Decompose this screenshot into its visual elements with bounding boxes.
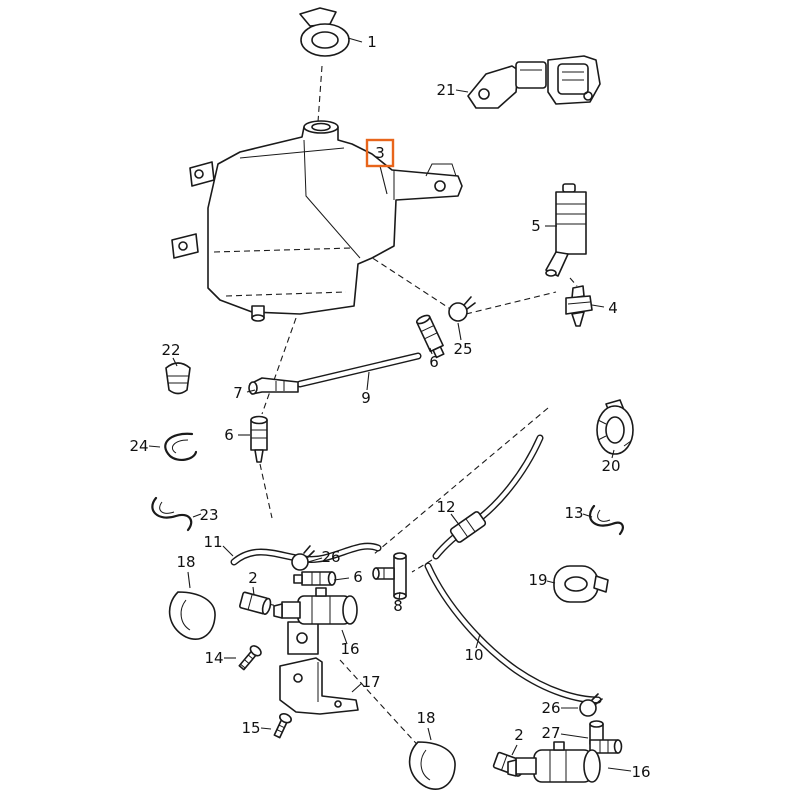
callout-2-31[interactable]: 2 bbox=[514, 726, 524, 744]
part-clamp-25 bbox=[448, 296, 476, 322]
leader-line-2 bbox=[511, 744, 518, 756]
part-elbow-7 bbox=[248, 377, 299, 395]
leader-line-18 bbox=[187, 571, 191, 589]
part-clamp-26-lower bbox=[579, 693, 603, 717]
leader-line-17 bbox=[351, 682, 363, 693]
callout-1-0[interactable]: 1 bbox=[367, 33, 377, 51]
part-cap-grommet-1 bbox=[299, 7, 350, 57]
part-nozzle-cover-18-bottom bbox=[408, 741, 456, 790]
leader-line-8 bbox=[398, 591, 401, 601]
callout-18-18[interactable]: 18 bbox=[176, 553, 195, 571]
part-elbow-27 bbox=[589, 720, 623, 754]
callout-10-25[interactable]: 10 bbox=[464, 646, 483, 664]
callout-27-29[interactable]: 27 bbox=[541, 724, 560, 742]
leader-line-26 bbox=[307, 557, 323, 563]
callout-11-16[interactable]: 11 bbox=[203, 533, 222, 551]
leader-line-13 bbox=[582, 513, 593, 518]
callout-5-3[interactable]: 5 bbox=[531, 217, 541, 235]
callout-3-2[interactable]: 3 bbox=[375, 144, 385, 162]
part-washer-reservoir-3 bbox=[171, 120, 463, 322]
part-connector-6-upper bbox=[415, 314, 445, 359]
part-bracket-17 bbox=[279, 657, 359, 715]
part-bushing-20 bbox=[596, 399, 634, 455]
leader-line-12 bbox=[450, 513, 461, 527]
leader-line-16 bbox=[607, 767, 632, 772]
callout-9-8[interactable]: 9 bbox=[361, 389, 371, 407]
part-grommet-22 bbox=[165, 362, 191, 395]
leader-line-10 bbox=[475, 633, 481, 649]
callout-16-32[interactable]: 16 bbox=[631, 763, 650, 781]
callout-7-9[interactable]: 7 bbox=[233, 384, 243, 402]
callout-25-6[interactable]: 25 bbox=[453, 340, 472, 358]
leader-line-6 bbox=[333, 577, 350, 581]
part-jet-pump-16-bottom bbox=[507, 741, 601, 783]
leader-line-19 bbox=[546, 580, 556, 584]
part-hose-12 bbox=[432, 434, 544, 560]
part-bracket-assembly-21 bbox=[467, 55, 601, 109]
leader-line-3 bbox=[379, 165, 388, 195]
part-screw-14 bbox=[238, 645, 262, 671]
part-nozzle-cover-18-left bbox=[168, 591, 216, 640]
callout-8-21[interactable]: 8 bbox=[393, 597, 403, 615]
part-tee-connector-8 bbox=[372, 552, 407, 600]
part-connector-2-left bbox=[239, 591, 272, 615]
leader-line-16 bbox=[341, 629, 348, 645]
leader-line-21 bbox=[455, 89, 469, 93]
leader-line-20 bbox=[611, 449, 615, 459]
callout-22-5[interactable]: 22 bbox=[161, 341, 180, 359]
callout-16-24[interactable]: 16 bbox=[340, 640, 359, 658]
part-hose-9 bbox=[296, 352, 422, 388]
callout-14-23[interactable]: 14 bbox=[204, 649, 223, 667]
leader-line-7 bbox=[246, 389, 256, 393]
callout-17-26[interactable]: 17 bbox=[361, 673, 380, 691]
leader-line-1 bbox=[347, 37, 363, 43]
part-connector-6-lower bbox=[293, 571, 337, 586]
callout-24-11[interactable]: 24 bbox=[129, 437, 148, 455]
part-hose-10 bbox=[424, 562, 602, 704]
callout-2-19[interactable]: 2 bbox=[248, 569, 258, 587]
callout-4-4[interactable]: 4 bbox=[608, 299, 618, 317]
part-clip-13 bbox=[588, 504, 624, 536]
part-connector-6-middle bbox=[250, 415, 268, 463]
leader-line-27 bbox=[560, 733, 589, 739]
callout-6-7[interactable]: 6 bbox=[429, 353, 439, 371]
callout-23-13[interactable]: 23 bbox=[199, 506, 218, 524]
leader-line-24 bbox=[148, 445, 161, 448]
callout-6-20[interactable]: 6 bbox=[353, 568, 363, 586]
callout-26-17[interactable]: 26 bbox=[321, 548, 340, 566]
callout-18-30[interactable]: 18 bbox=[416, 709, 435, 727]
leader-line-23 bbox=[192, 513, 202, 518]
part-clip-24 bbox=[164, 432, 198, 462]
callout-6-10[interactable]: 6 bbox=[224, 426, 234, 444]
leader-line-2 bbox=[252, 586, 255, 596]
part-clip-23 bbox=[151, 496, 193, 532]
callout-26-28[interactable]: 26 bbox=[541, 699, 560, 717]
callout-13-15[interactable]: 13 bbox=[564, 504, 583, 522]
part-washer-pump-5 bbox=[545, 183, 587, 277]
leader-line-15 bbox=[260, 727, 272, 730]
leader-line-9 bbox=[366, 371, 370, 391]
part-grommet-19 bbox=[553, 565, 609, 603]
callout-15-27[interactable]: 15 bbox=[241, 719, 260, 737]
callout-21-1[interactable]: 21 bbox=[436, 81, 455, 99]
leader-line-18 bbox=[427, 727, 432, 741]
part-screw-15 bbox=[273, 712, 292, 739]
selected-callout-highlight-box bbox=[365, 138, 395, 168]
callout-20-12[interactable]: 20 bbox=[601, 457, 620, 475]
callout-19-22[interactable]: 19 bbox=[528, 571, 547, 589]
leader-line-6 bbox=[429, 347, 433, 355]
callout-12-14[interactable]: 12 bbox=[436, 498, 455, 516]
leader-line-4 bbox=[591, 304, 605, 308]
leader-line-22 bbox=[172, 357, 178, 367]
leader-line-11 bbox=[222, 545, 234, 557]
leader-line-25 bbox=[457, 322, 462, 341]
part-check-valve-4 bbox=[565, 285, 593, 327]
part-jet-pump-16-upper bbox=[273, 587, 358, 655]
